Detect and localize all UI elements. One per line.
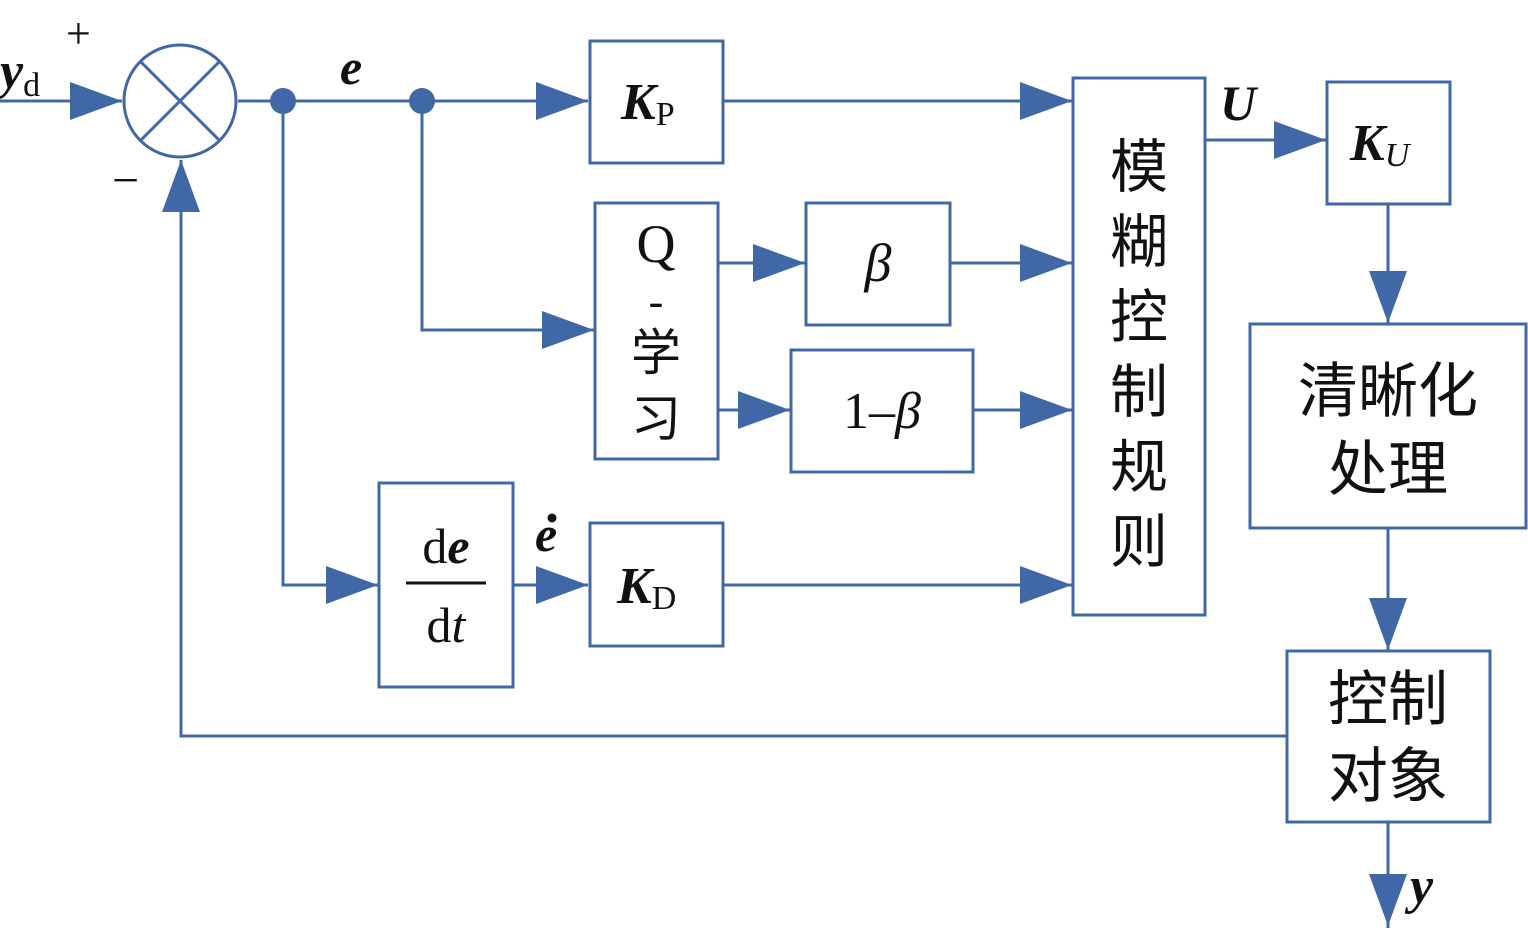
svg-text:对象: 对象	[1328, 742, 1448, 812]
arrow-output	[1369, 874, 1407, 926]
svg-text:则: 则	[1110, 508, 1168, 576]
svg-text:-: -	[649, 277, 664, 326]
beta-label: β	[864, 233, 892, 293]
svg-text:处理: 处理	[1328, 435, 1448, 505]
arrow-into-derivative	[326, 566, 378, 604]
qlearning-block	[593, 201, 720, 461]
svg-text:dt: dt	[427, 597, 467, 653]
arrow-into-qlearning	[542, 311, 594, 349]
arrow-into-fuzzy-from-kp	[1020, 82, 1072, 120]
arrow-into-kp	[536, 82, 588, 120]
svg-text:Q: Q	[637, 214, 676, 274]
svg-text:学: 学	[631, 324, 681, 382]
plus-sign: +	[66, 9, 91, 58]
arrow-into-beta	[753, 244, 805, 282]
arrow-into-one-minus-beta	[738, 391, 790, 429]
wire-branch-to-qlearning	[420, 101, 594, 332]
fuzzy-rules-label: 模 糊 控 制 规 则	[1110, 133, 1168, 576]
defuzzify-label: 清晰化 处理	[1298, 357, 1478, 505]
kd-label: KD	[616, 558, 676, 617]
junction-dot-derivative-branch	[270, 88, 296, 114]
one-minus-beta-label: 1–β	[843, 383, 921, 440]
arrow-feedback-into-summer	[162, 160, 200, 212]
arrow-into-plant	[1369, 598, 1407, 650]
qlearning-label: Q - 学 习	[631, 214, 681, 448]
arrow-into-fuzzy-from-one-minus-beta	[1020, 391, 1072, 429]
plant-label: 控制 对象	[1328, 665, 1448, 812]
arrowheads	[70, 82, 1407, 926]
arrow-into-kd	[536, 566, 588, 604]
arrow-into-defuzzify	[1369, 271, 1407, 323]
fuzzy-rules-block	[1071, 76, 1207, 617]
minus-sign: −	[112, 154, 139, 207]
beta-block	[804, 201, 952, 327]
arrow-into-fuzzy-from-beta	[1020, 244, 1072, 282]
control-label: U	[1220, 75, 1259, 131]
summing-junction	[122, 43, 238, 159]
error-dot-accent	[547, 513, 557, 523]
derivative-block	[377, 481, 515, 689]
kp-label: KP	[620, 74, 675, 133]
svg-text:清晰化: 清晰化	[1298, 357, 1478, 427]
kd-block	[588, 521, 725, 648]
svg-text:模: 模	[1110, 133, 1168, 201]
wire-feedback	[179, 160, 1286, 738]
arrow-into-fuzzy-from-kd	[1020, 566, 1072, 604]
svg-text:de: de	[422, 518, 469, 574]
wire-branch-to-derivative	[281, 101, 378, 587]
svg-text:规: 规	[1110, 433, 1168, 501]
plant-block	[1285, 649, 1492, 824]
derivative-label: de dt	[406, 518, 486, 653]
ku-block	[1325, 80, 1452, 206]
svg-text:习: 习	[631, 390, 681, 448]
kp-block	[588, 39, 725, 165]
arrow-into-summer	[70, 82, 122, 120]
input-label: yd	[0, 43, 40, 104]
defuzzify-block	[1248, 322, 1528, 530]
one-minus-beta-block	[789, 348, 975, 474]
junction-dot-qlearning-branch	[409, 88, 435, 114]
arrow-into-ku	[1274, 121, 1326, 159]
svg-text:制: 制	[1110, 358, 1168, 426]
ku-label: KU	[1349, 115, 1412, 174]
output-label: y	[1404, 858, 1434, 915]
error-label: e	[340, 39, 362, 95]
svg-text:控: 控	[1110, 283, 1168, 351]
svg-text:控制: 控制	[1328, 665, 1448, 735]
svg-text:糊: 糊	[1110, 208, 1168, 276]
